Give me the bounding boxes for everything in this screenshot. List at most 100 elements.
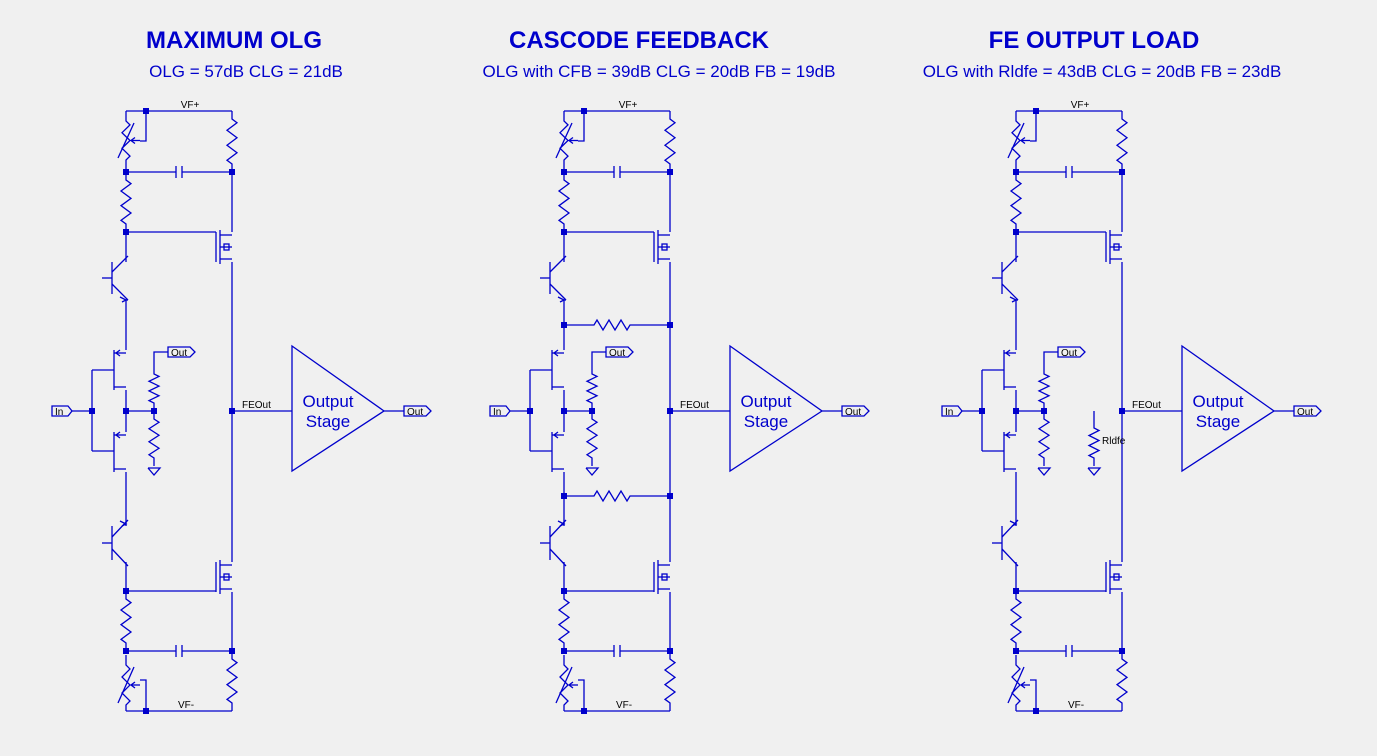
fe-out-label: FEOut bbox=[680, 400, 709, 411]
transistor-collector bbox=[549, 255, 567, 273]
resistor-body bbox=[557, 172, 571, 232]
capacitor bbox=[564, 645, 670, 657]
output-stage-line2: Stage bbox=[744, 412, 788, 431]
capacitor bbox=[1016, 645, 1122, 657]
port-tag bbox=[403, 405, 432, 417]
bjt-transistor bbox=[102, 519, 129, 567]
resistor-body bbox=[119, 591, 133, 651]
jfet-arrow bbox=[1004, 349, 1011, 357]
resistor-body bbox=[1115, 111, 1129, 172]
mosfet-diode bbox=[223, 243, 230, 251]
resistor bbox=[585, 411, 599, 466]
pot-adjust bbox=[117, 122, 135, 159]
pot-wiper-arrow bbox=[129, 136, 136, 145]
wire bbox=[591, 351, 606, 366]
output-stage-line2: Stage bbox=[1196, 412, 1240, 431]
input-port-label: In bbox=[55, 407, 63, 418]
bjt-transistor bbox=[992, 255, 1019, 303]
wire bbox=[140, 679, 147, 711]
jfet bbox=[1003, 349, 1016, 390]
pot-body bbox=[121, 111, 131, 166]
fe-out-label: FEOut bbox=[1132, 400, 1161, 411]
output-port: Out bbox=[841, 405, 870, 418]
resistor-body bbox=[1087, 420, 1101, 466]
bjt-transistor bbox=[992, 519, 1019, 567]
capacitor bbox=[126, 166, 232, 178]
capacitor bbox=[1016, 166, 1122, 178]
resistor bbox=[1037, 366, 1051, 411]
resistor-body bbox=[585, 366, 599, 411]
output-port-label: Out bbox=[1297, 407, 1313, 418]
ground-symbol bbox=[1037, 467, 1052, 476]
mosfet bbox=[1105, 560, 1122, 594]
resistor-body bbox=[147, 366, 161, 411]
output-stage-line1: Output bbox=[740, 392, 791, 411]
resistor bbox=[225, 651, 239, 711]
port-tag bbox=[1293, 405, 1322, 417]
resistor bbox=[119, 591, 133, 651]
feedback-resistor bbox=[564, 489, 670, 503]
junction-dot bbox=[1119, 408, 1125, 414]
jfet-arrow bbox=[114, 431, 121, 439]
resistor bbox=[147, 411, 161, 466]
port-tag bbox=[1057, 346, 1086, 358]
resistor-body bbox=[663, 651, 677, 711]
resistor bbox=[557, 172, 571, 232]
ground-triangle bbox=[1087, 467, 1102, 476]
transistor-collector bbox=[111, 255, 129, 273]
pot-adjust bbox=[1007, 666, 1025, 704]
jfet bbox=[551, 349, 564, 390]
transistor-emitter bbox=[1001, 548, 1019, 567]
trim-potentiometer bbox=[555, 111, 578, 166]
jfet-arrow bbox=[1004, 431, 1011, 439]
output-port: Out bbox=[167, 346, 196, 359]
pot-body bbox=[121, 655, 131, 711]
ground-triangle bbox=[1037, 467, 1052, 476]
vf-plus-label: VF+ bbox=[181, 100, 200, 111]
wire bbox=[1043, 351, 1058, 366]
mosfet-diode bbox=[1113, 243, 1120, 251]
ground-symbol bbox=[1087, 467, 1102, 476]
output-port: Out bbox=[605, 346, 634, 359]
feedback-resistor bbox=[564, 318, 670, 332]
wire bbox=[153, 351, 168, 366]
wire bbox=[578, 679, 585, 711]
bjt-transistor bbox=[540, 519, 567, 567]
pot-adjust bbox=[555, 122, 573, 159]
pot-wiper-arrow bbox=[1019, 681, 1026, 689]
resistor bbox=[1037, 411, 1051, 466]
resistor-body bbox=[119, 172, 133, 232]
vf-plus-label: VF+ bbox=[1071, 100, 1090, 111]
resistor-body bbox=[147, 411, 161, 466]
pot-body bbox=[559, 655, 569, 711]
resistor bbox=[663, 111, 677, 172]
circuit-title: CASCODE FEEDBACK bbox=[509, 27, 770, 54]
bjt-transistor bbox=[102, 255, 129, 303]
mosfet-diode bbox=[223, 573, 230, 581]
wire bbox=[1030, 111, 1037, 142]
trim-potentiometer bbox=[117, 655, 140, 711]
circuit-subtitle: OLG with Rldfe = 43dB CLG = 20dB FB = 23… bbox=[923, 62, 1282, 81]
resistor bbox=[663, 651, 677, 711]
vf-minus-label: VF- bbox=[1068, 700, 1084, 711]
circuit-subtitle: OLG = 57dB CLG = 21dB bbox=[149, 62, 343, 81]
jfet-arrow bbox=[114, 349, 121, 357]
output-stage-amplifier bbox=[729, 344, 824, 473]
resistor bbox=[1115, 651, 1129, 711]
resistor-body bbox=[1009, 591, 1023, 651]
vf-plus-label: VF+ bbox=[619, 100, 638, 111]
mosfet bbox=[653, 560, 670, 594]
circuit-subtitle: OLG with CFB = 39dB CLG = 20dB FB = 19dB bbox=[483, 62, 836, 81]
port-tag bbox=[51, 405, 73, 417]
mosfet-diode bbox=[661, 243, 668, 251]
transistor-emitter bbox=[111, 283, 129, 301]
trim-potentiometer bbox=[555, 655, 578, 711]
mosfet bbox=[215, 560, 232, 594]
resistor-body bbox=[1037, 411, 1051, 466]
output-port-label: Out bbox=[407, 407, 423, 418]
